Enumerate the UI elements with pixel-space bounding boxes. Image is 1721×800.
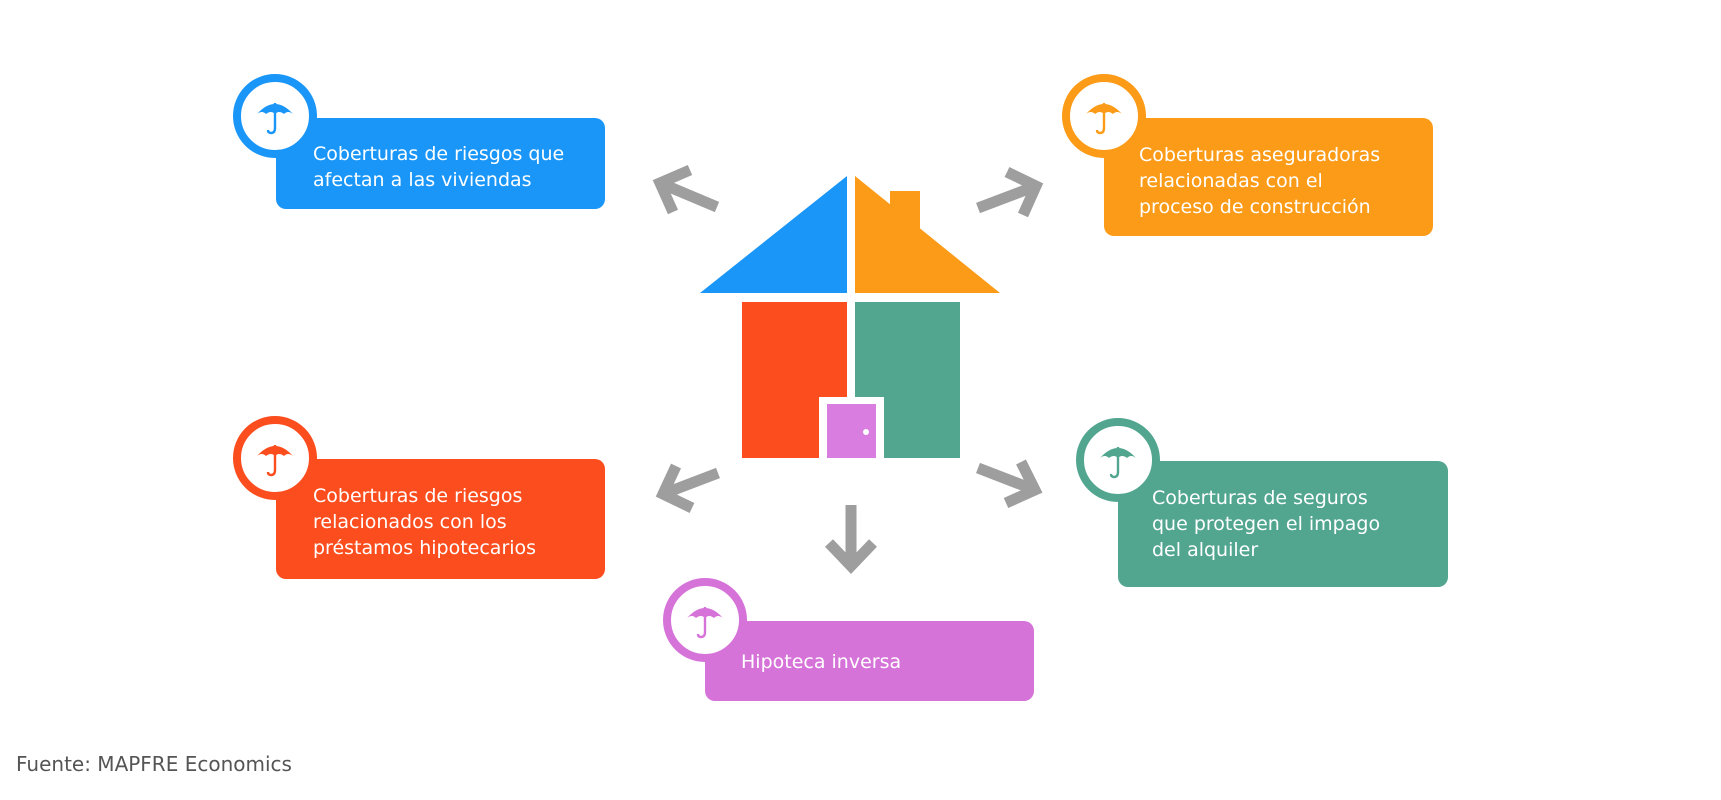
card-construction-text: Coberturas aseguradoras relacionadas con… (1139, 144, 1381, 218)
card-mortgage-loans-text: Coberturas de riesgos relacionados con l… (313, 485, 537, 559)
arrow-mid-right (976, 459, 1043, 509)
badge-green (1076, 418, 1160, 502)
umbrella-icon (1100, 447, 1136, 479)
chimney (890, 191, 920, 231)
badge-blue (233, 74, 317, 158)
arrow-top-right (976, 167, 1044, 218)
badge-red (233, 416, 317, 500)
card-construction: Coberturas aseguradoras relacionadas con… (1104, 118, 1433, 236)
source-note: Fuente: MAPFRE Economics (16, 752, 292, 776)
card-risks-homes-text: Coberturas de riesgos que afectan a las … (313, 143, 565, 191)
card-mortgage-loans: Coberturas de riesgos relacionados con l… (276, 459, 605, 579)
card-rent-default-text: Coberturas de seguros que protegen el im… (1152, 487, 1381, 561)
umbrella-icon (257, 103, 293, 135)
arrow-bottom (825, 505, 877, 574)
card-reverse-mortgage-text: Hipoteca inversa (741, 651, 902, 673)
arrow-mid-left (655, 463, 720, 513)
arrow-top-left (652, 164, 720, 215)
umbrella-icon (257, 445, 293, 477)
roof-left-blue (700, 176, 847, 293)
roof-right-orange (855, 176, 1000, 293)
badge-purple (663, 578, 747, 662)
card-risks-homes: Coberturas de riesgos que afectan a las … (276, 118, 605, 209)
card-reverse-mortgage: Hipoteca inversa (705, 621, 1034, 701)
card-rent-default: Coberturas de seguros que protegen el im… (1118, 461, 1448, 587)
badge-orange (1062, 74, 1146, 158)
umbrella-icon (687, 607, 723, 639)
umbrella-icon (1086, 103, 1122, 135)
door-knob (863, 429, 869, 435)
